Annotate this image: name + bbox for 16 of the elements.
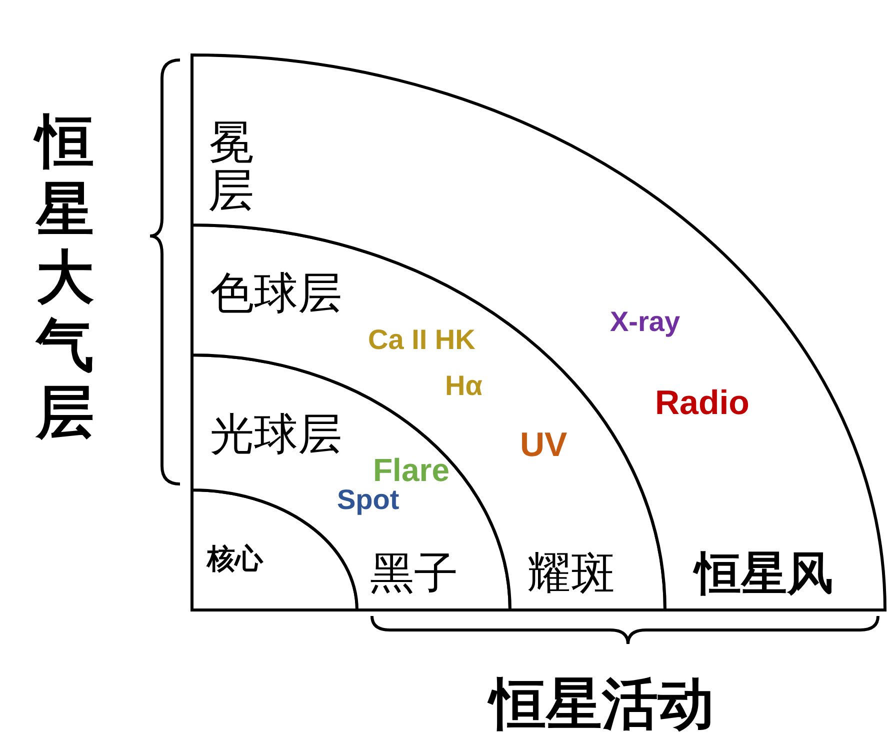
activity-label: 黑子 — [370, 552, 458, 596]
layer-label: 光球层 — [210, 413, 342, 457]
spectral-label: Spot — [337, 486, 400, 514]
spectral-label: Radio — [655, 386, 750, 420]
spectral-label: Ca II HK — [368, 326, 476, 354]
spectral-label: Hα — [445, 372, 482, 400]
spectral-label: X-ray — [610, 308, 680, 336]
bottom-label: 恒星活动 — [490, 676, 714, 732]
layer-label: 冕层 — [208, 118, 255, 215]
activity-label: 恒星风 — [695, 550, 833, 596]
activity-label: 耀斑 — [527, 552, 615, 596]
core-label: 核心 — [207, 545, 263, 573]
spectral-label: UV — [520, 428, 568, 462]
layer-label: 色球层 — [210, 272, 342, 316]
layer-band — [192, 55, 885, 610]
spectral-label: Flare — [373, 454, 450, 486]
